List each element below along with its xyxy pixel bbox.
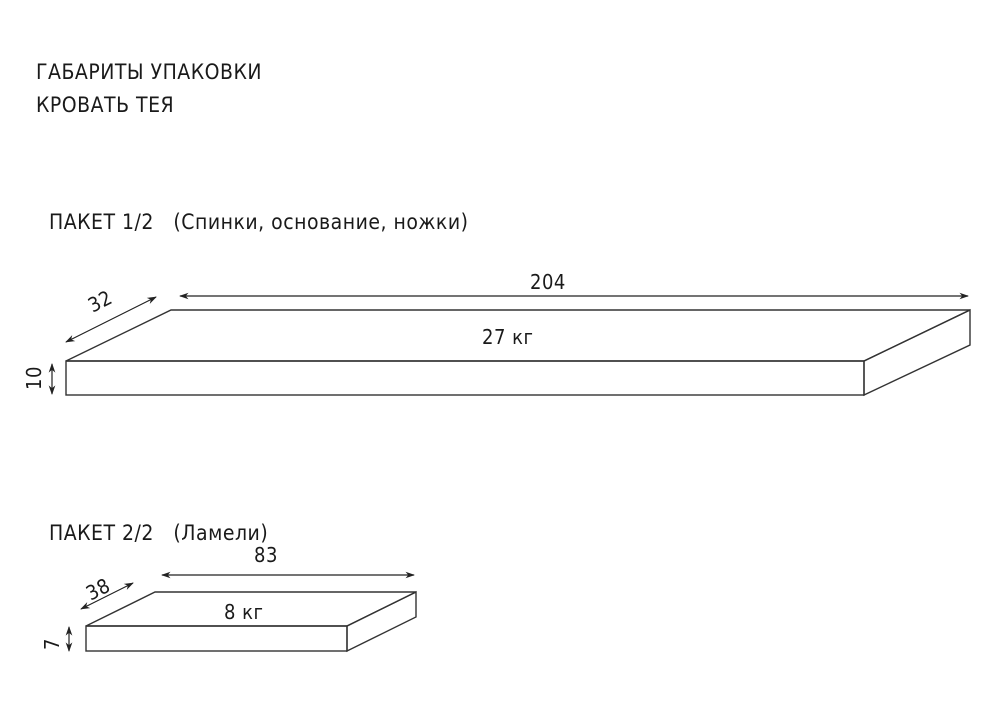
package-1-depth-arrow bbox=[65, 296, 157, 343]
package-2-front-face bbox=[85, 625, 348, 652]
package-1-side-face bbox=[863, 308, 971, 397]
package-1-box bbox=[65, 308, 971, 397]
package-1-label: ПАКЕТ 1/2 (Спинки, основание, ножки) bbox=[36, 186, 468, 234]
package-2-depth-arrow bbox=[80, 582, 134, 610]
package-1-length-value: 204 bbox=[530, 270, 566, 294]
drawing-title-line2: КРОВАТЬ ТЕЯ bbox=[36, 93, 175, 117]
package-1-contents: (Спинки, основание, ножки) bbox=[173, 210, 469, 234]
package-1-front-face bbox=[65, 360, 865, 396]
package-2-label: ПАКЕТ 2/2 (Ламели) bbox=[36, 497, 268, 545]
package-2-height-value: 7 bbox=[40, 638, 64, 650]
drawing-title-line1: ГАБАРИТЫ УПАКОВКИ bbox=[36, 60, 262, 84]
package-2-number: ПАКЕТ 2/2 bbox=[49, 521, 154, 545]
package-2-side-face bbox=[346, 590, 417, 653]
package-1-height-value: 10 bbox=[22, 366, 46, 390]
package-2-length-value: 83 bbox=[254, 543, 278, 567]
package-1-number: ПАКЕТ 1/2 bbox=[49, 210, 154, 234]
package-2-weight: 8 кг bbox=[224, 600, 264, 624]
package-2-contents: (Ламели) bbox=[173, 521, 269, 545]
package-1-weight: 27 кг bbox=[482, 325, 534, 349]
